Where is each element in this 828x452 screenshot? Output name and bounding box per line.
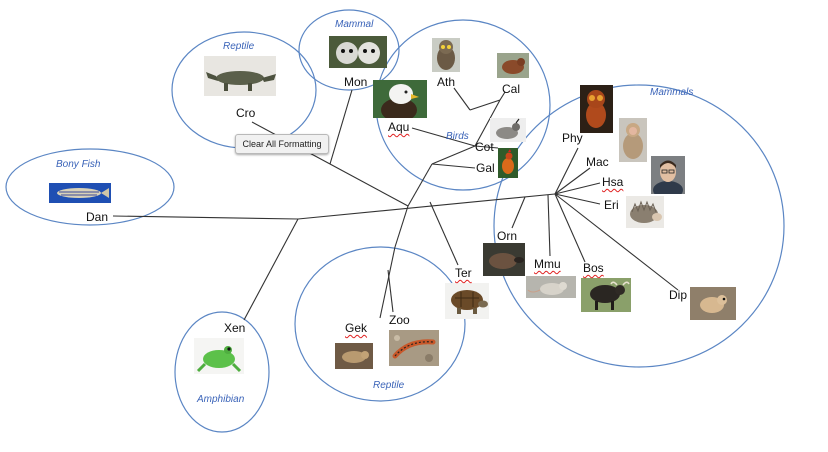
human-photo	[651, 156, 685, 194]
branch-cro-mon	[329, 163, 409, 207]
owl-photo	[432, 38, 460, 72]
reptile-bottom-ellipse	[294, 246, 466, 402]
cattle-photo	[581, 278, 631, 312]
kangaroo-rat-photo	[690, 287, 736, 320]
branch-gal	[431, 163, 476, 169]
branch-orn	[511, 196, 526, 229]
gecko-photo	[335, 343, 373, 369]
group-label-mammals-right: Mammals	[650, 87, 694, 98]
possum-photo	[329, 36, 387, 68]
species-label-bos: Bos	[583, 261, 604, 275]
species-label-zoo: Zoo	[389, 313, 410, 327]
species-label-eri: Eri	[604, 198, 619, 212]
mouse-photo	[526, 276, 576, 298]
crocodile-photo	[204, 56, 276, 96]
species-label-cot: Cot	[475, 140, 494, 154]
branch-reptile-bottom	[394, 205, 409, 248]
branch-ter	[429, 201, 459, 266]
branch-birds-inner	[431, 145, 476, 165]
species-label-orn: Orn	[497, 229, 518, 243]
branch-aqu	[411, 127, 476, 147]
mammal-top-ellipse	[298, 9, 400, 91]
zebrafish-photo	[49, 183, 111, 203]
species-label-ter: Ter	[455, 266, 472, 280]
branch-dan	[112, 215, 299, 220]
platypus-photo	[483, 243, 525, 276]
species-label-ath: Ath	[437, 75, 456, 89]
group-label-mammal-top: Mammal	[335, 19, 374, 30]
species-label-dip: Dip	[669, 288, 688, 302]
branch-eri	[554, 193, 601, 205]
species-label-gal: Gal	[476, 161, 495, 175]
branch-ath-cal	[474, 99, 501, 147]
group-label-reptile-top: Reptile	[223, 41, 255, 52]
species-label-aqu: Aqu	[388, 120, 410, 134]
tarsier-photo	[580, 85, 613, 133]
bony-fish-ellipse	[5, 148, 175, 226]
branch-ath	[469, 99, 501, 111]
brown-bird-photo	[497, 53, 529, 78]
macaque-photo	[619, 118, 647, 162]
species-label-dan: Dan	[86, 210, 109, 224]
branch-cot	[474, 145, 499, 149]
hedgehog-photo	[626, 196, 664, 228]
species-label-hsa: Hsa	[602, 175, 624, 189]
branch-ath2	[453, 87, 471, 111]
amphibian-ellipse	[174, 311, 270, 433]
branch-zoo	[387, 269, 394, 313]
branch-mac	[554, 167, 591, 195]
rooster-photo	[498, 148, 518, 178]
branch-cal	[499, 91, 506, 101]
species-label-cal: Cal	[502, 82, 521, 96]
group-label-amphibian: Amphibian	[197, 394, 245, 405]
eagle-photo	[373, 80, 427, 118]
species-label-cro: Cro	[236, 106, 256, 120]
branch-bos	[554, 193, 586, 263]
species-label-mac: Mac	[586, 155, 609, 169]
species-label-mmu: Mmu	[534, 257, 561, 271]
branch-mmu	[547, 194, 551, 257]
branch-dip	[554, 193, 679, 291]
branch-main	[297, 193, 556, 220]
lizard-photo	[389, 330, 439, 366]
branch-birds	[407, 163, 433, 207]
quail-photo	[490, 118, 526, 142]
group-label-reptile-bottom: Reptile	[373, 380, 405, 391]
species-label-phy: Phy	[562, 131, 583, 145]
species-label-gek: Gek	[345, 321, 368, 335]
species-label-mon: Mon	[344, 75, 368, 89]
group-label-bony-fish: Bony Fish	[56, 159, 101, 170]
tortoise-photo	[445, 283, 489, 319]
branch-phy	[554, 147, 579, 195]
clear-all-formatting-tooltip[interactable]: Clear All Formatting	[235, 134, 329, 154]
branch-gek	[379, 246, 396, 319]
frog-photo	[194, 338, 244, 374]
species-label-xen: Xen	[224, 321, 246, 335]
branch-hsa	[554, 182, 601, 195]
branch-xen	[243, 218, 299, 321]
group-label-birds: Birds	[446, 131, 469, 142]
mammals-right-ellipse	[493, 84, 785, 368]
branch-mon	[329, 89, 353, 165]
